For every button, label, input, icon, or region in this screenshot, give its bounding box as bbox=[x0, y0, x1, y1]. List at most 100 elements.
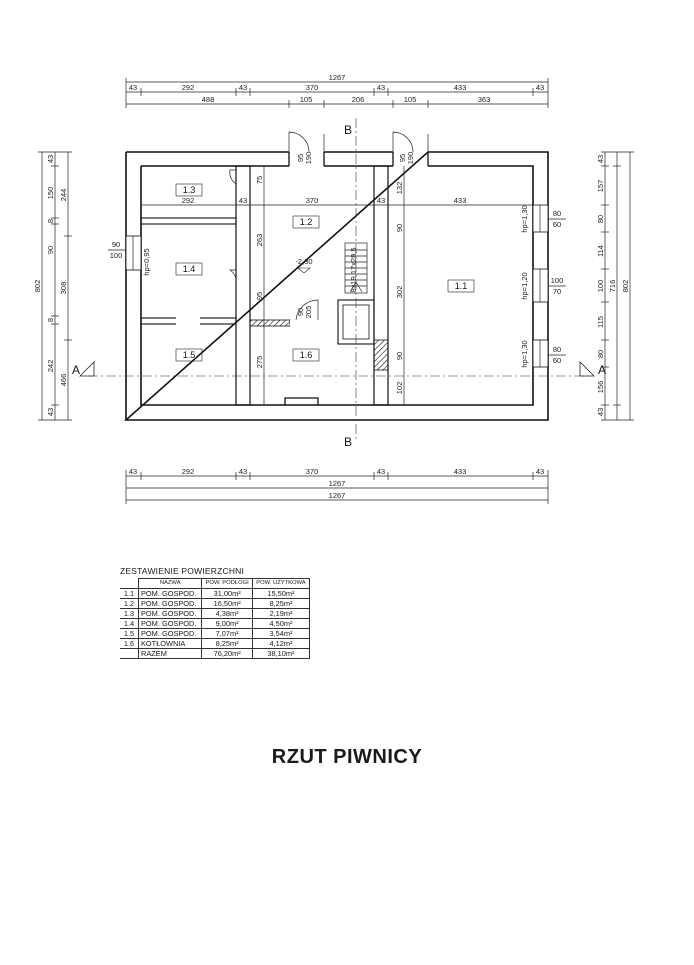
table-row: 1.2 POM. GOSPOD. 16,50m² 8,25m² bbox=[120, 598, 311, 609]
dim-label: 100 bbox=[110, 251, 123, 260]
dim-label: 100 bbox=[551, 276, 564, 285]
dim-label: 433 bbox=[454, 467, 467, 476]
dim-label: 90 bbox=[296, 308, 305, 316]
dim-label: 90 bbox=[395, 352, 404, 360]
dim-label: 308 bbox=[59, 282, 68, 295]
outer-walls bbox=[123, 151, 549, 421]
interior-dimensions: 292 43 370 43 433 75 263 95 275 132 90 3… bbox=[108, 152, 566, 405]
room-number: 1.5 bbox=[120, 628, 139, 639]
dim-label: 43 bbox=[46, 155, 55, 163]
dim-label: 90 bbox=[112, 240, 120, 249]
dim-label: 370 bbox=[306, 83, 319, 92]
dim-label: 43 bbox=[536, 83, 544, 92]
dim-label: 80 bbox=[596, 215, 605, 223]
room-label-1-6: 1.6 bbox=[300, 350, 313, 360]
dim-label: 190 bbox=[304, 152, 313, 165]
dim-label: 244 bbox=[59, 189, 68, 202]
table-row: 1.6 KOTŁOWNIA 8,25m² 4,12m² bbox=[120, 638, 311, 649]
dim-label: 95 bbox=[255, 292, 264, 300]
dim-right-outer: 802 bbox=[621, 280, 630, 293]
dim-label: 8 bbox=[46, 219, 55, 223]
dim-label: 43 bbox=[377, 196, 385, 205]
dim-label: 43 bbox=[239, 467, 247, 476]
floor-area: 7,07m² bbox=[201, 628, 253, 639]
table-total-row: RAZEM 76,20m² 38,10m² bbox=[120, 648, 311, 659]
room-number: 1.3 bbox=[120, 608, 139, 619]
dim-label: hp=1,30 bbox=[520, 340, 529, 367]
usable-area: 8,25m² bbox=[251, 598, 311, 609]
floor-area: 8,25m² bbox=[201, 638, 253, 649]
dim-label: 60 bbox=[553, 220, 561, 229]
dim-label: 206 bbox=[352, 95, 365, 104]
usable-area: 15,50m² bbox=[251, 588, 311, 599]
room-label-1-5: 1.5 bbox=[183, 350, 196, 360]
dim-label: 156 bbox=[596, 381, 605, 394]
room-number: 1.6 bbox=[120, 638, 139, 649]
dim-bottom-total: 1267 bbox=[329, 479, 346, 488]
dim-label: 80 bbox=[596, 350, 605, 358]
top-dimension-chains: 1267 43 292 43 370 43 433 43 488 105 206… bbox=[125, 73, 549, 108]
table-row: 1.4 POM. GOSPOD. 9,00m² 4,50m² bbox=[120, 618, 311, 629]
table-row: 1.5 POM. GOSPOD. 7,07m² 3,54m² bbox=[120, 628, 311, 639]
dim-label: 43 bbox=[46, 408, 55, 416]
room-number: 1.2 bbox=[120, 598, 139, 609]
usable-area: 4,50m² bbox=[251, 618, 311, 629]
dim-label: 43 bbox=[596, 155, 605, 163]
dim-label: 8 bbox=[46, 318, 55, 322]
dim-label: 150 bbox=[46, 187, 55, 200]
section-b-bottom: B bbox=[344, 435, 352, 449]
usable-area: 2,19m² bbox=[251, 608, 311, 619]
room-label-1-4: 1.4 bbox=[183, 264, 196, 274]
dim-label: 488 bbox=[202, 95, 215, 104]
dim-label: 302 bbox=[395, 286, 404, 299]
dim-label: 43 bbox=[536, 467, 544, 476]
usable-area: 4,12m² bbox=[251, 638, 311, 649]
dim-label: 105 bbox=[300, 95, 313, 104]
dim-label: 132 bbox=[395, 182, 404, 195]
room-name: POM. GOSPOD. bbox=[137, 608, 203, 619]
dim-label: 190 bbox=[406, 152, 415, 165]
drawing-title: RZUT PIWNICY bbox=[271, 746, 423, 768]
dim-left-outer: 802 bbox=[33, 280, 42, 293]
stairs-label: 8x19,17x28,5 bbox=[349, 247, 358, 292]
empty-cell bbox=[120, 648, 139, 659]
room-number: 1.4 bbox=[120, 618, 139, 629]
dim-label: 75 bbox=[255, 176, 264, 184]
left-dimension-chains: 802 43 150 8 90 8 242 43 244 308 466 bbox=[33, 151, 72, 421]
stairs: 8x19,17x28,5 bbox=[344, 242, 368, 294]
section-b-top: B bbox=[344, 123, 352, 137]
room-label-1-3: 1.3 bbox=[183, 185, 196, 195]
dim-label: 292 bbox=[182, 196, 195, 205]
dim-label: 716 bbox=[608, 280, 617, 293]
dim-label: 80 bbox=[553, 345, 561, 354]
right-dimension-chains: 43 157 80 114 100 115 80 156 43 716 802 bbox=[596, 151, 634, 421]
dim-label: 363 bbox=[478, 95, 491, 104]
total-usable-area: 38,10m² bbox=[251, 648, 311, 659]
dim-label: 90 bbox=[395, 224, 404, 232]
section-lines: A A B B bbox=[72, 118, 606, 449]
dim-label: hp=0,95 bbox=[142, 248, 151, 275]
dim-label: 43 bbox=[377, 83, 385, 92]
dim-label: 275 bbox=[255, 356, 264, 369]
dim-label: 205 bbox=[304, 306, 313, 319]
floor-area: 16,50m² bbox=[201, 598, 253, 609]
inner-walls bbox=[125, 165, 549, 406]
dim-label: 292 bbox=[182, 83, 195, 92]
dim-label: 43 bbox=[129, 467, 137, 476]
header-cell bbox=[120, 578, 139, 589]
dim-label: 43 bbox=[129, 83, 137, 92]
table-header-row: NAZWA POW. PODŁOGI POW. UŻYTKOWA bbox=[120, 578, 311, 589]
dim-label: 292 bbox=[182, 467, 195, 476]
room-name: KOTŁOWNIA bbox=[137, 638, 203, 649]
room-labels: 1.3 1.2 1.4 1.1 1.5 1.6 -2,30 bbox=[175, 183, 475, 362]
header-cell: POW. PODŁOGI bbox=[201, 578, 253, 589]
dim-label: 100 bbox=[596, 280, 605, 293]
dim-label: 157 bbox=[596, 180, 605, 193]
dim-label: hp=1,30 bbox=[520, 205, 529, 232]
dim-label: 43 bbox=[377, 467, 385, 476]
dim-label: 43 bbox=[596, 408, 605, 416]
area-table-grid: NAZWA POW. PODŁOGI POW. UŻYTKOWA 1.1 POM… bbox=[120, 578, 311, 659]
header-cell: POW. UŻYTKOWA bbox=[251, 578, 311, 589]
dim-label: 433 bbox=[454, 83, 467, 92]
